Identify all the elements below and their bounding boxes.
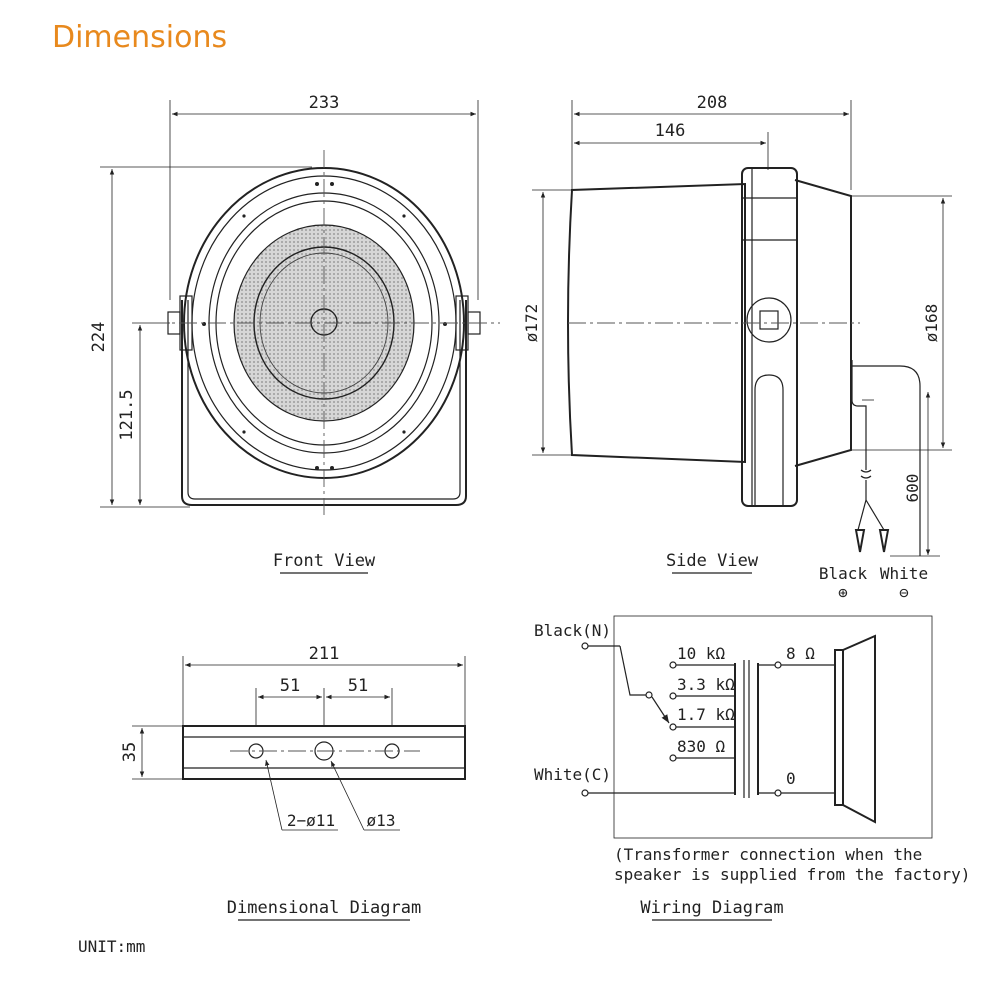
bracket-thickness-label: 35 xyxy=(120,742,140,762)
front-center-height-label: 121.5 xyxy=(117,389,137,440)
wiring-note-line2: speaker is supplied from the factory) xyxy=(614,865,970,884)
input-black-label: Black(N) xyxy=(534,621,611,640)
side-view: 208 146 ø172 ø168 xyxy=(522,93,952,602)
side-view-caption: Side View xyxy=(666,551,759,571)
front-view: 233 224 121.5 xyxy=(89,93,500,574)
side-bracket-depth-label: 146 xyxy=(655,121,686,141)
tap-1-7k: 1.7 kΩ xyxy=(677,705,735,724)
wire-white-label: White xyxy=(880,564,928,583)
rim-screws xyxy=(202,182,447,470)
spacing-right-label: 51 xyxy=(348,676,368,696)
side-depth-label: 208 xyxy=(697,93,728,113)
front-width-label: 233 xyxy=(309,93,340,113)
wire-black-label: Black xyxy=(819,564,868,583)
tap-830: 830 Ω xyxy=(677,737,726,756)
spacing-left-label: 51 xyxy=(280,676,300,696)
dimensional-diagram-caption: Dimensional Diagram xyxy=(227,898,421,918)
dimensional-diagram: 211 51 51 35 2−ø11 ø13 Dimensional Diagr… xyxy=(120,644,466,921)
unit-label: UNIT:mm xyxy=(78,937,145,956)
wire-black-polarity: ⊕ xyxy=(838,583,848,602)
wiring-diagram-caption: Wiring Diagram xyxy=(640,898,783,918)
tap-3-3k: 3.3 kΩ xyxy=(677,675,735,694)
hole-large-label: ø13 xyxy=(367,811,396,830)
bracket-length-label: 211 xyxy=(309,644,340,664)
tap-10k: 10 kΩ xyxy=(677,644,726,663)
page-title: Dimensions xyxy=(52,20,228,55)
side-rear-diameter-label: ø172 xyxy=(522,304,541,343)
front-view-caption: Front View xyxy=(273,551,376,571)
wiring-note-line1: (Transformer connection when the xyxy=(614,845,922,864)
input-white-label: White(C) xyxy=(534,765,611,784)
front-height-label: 224 xyxy=(89,322,109,353)
secondary-bottom-label: 0 xyxy=(786,769,796,788)
wire-white-polarity: ⊖ xyxy=(899,583,909,602)
wiring-diagram: Black(N) White(C) 10 kΩ 3.3 kΩ 1.7 kΩ 83… xyxy=(534,615,970,921)
side-front-diameter-label: ø168 xyxy=(922,304,941,343)
side-cable-length-label: 600 xyxy=(903,474,922,503)
secondary-top-label: 8 Ω xyxy=(786,644,815,663)
hole-small-label: 2−ø11 xyxy=(287,811,335,830)
